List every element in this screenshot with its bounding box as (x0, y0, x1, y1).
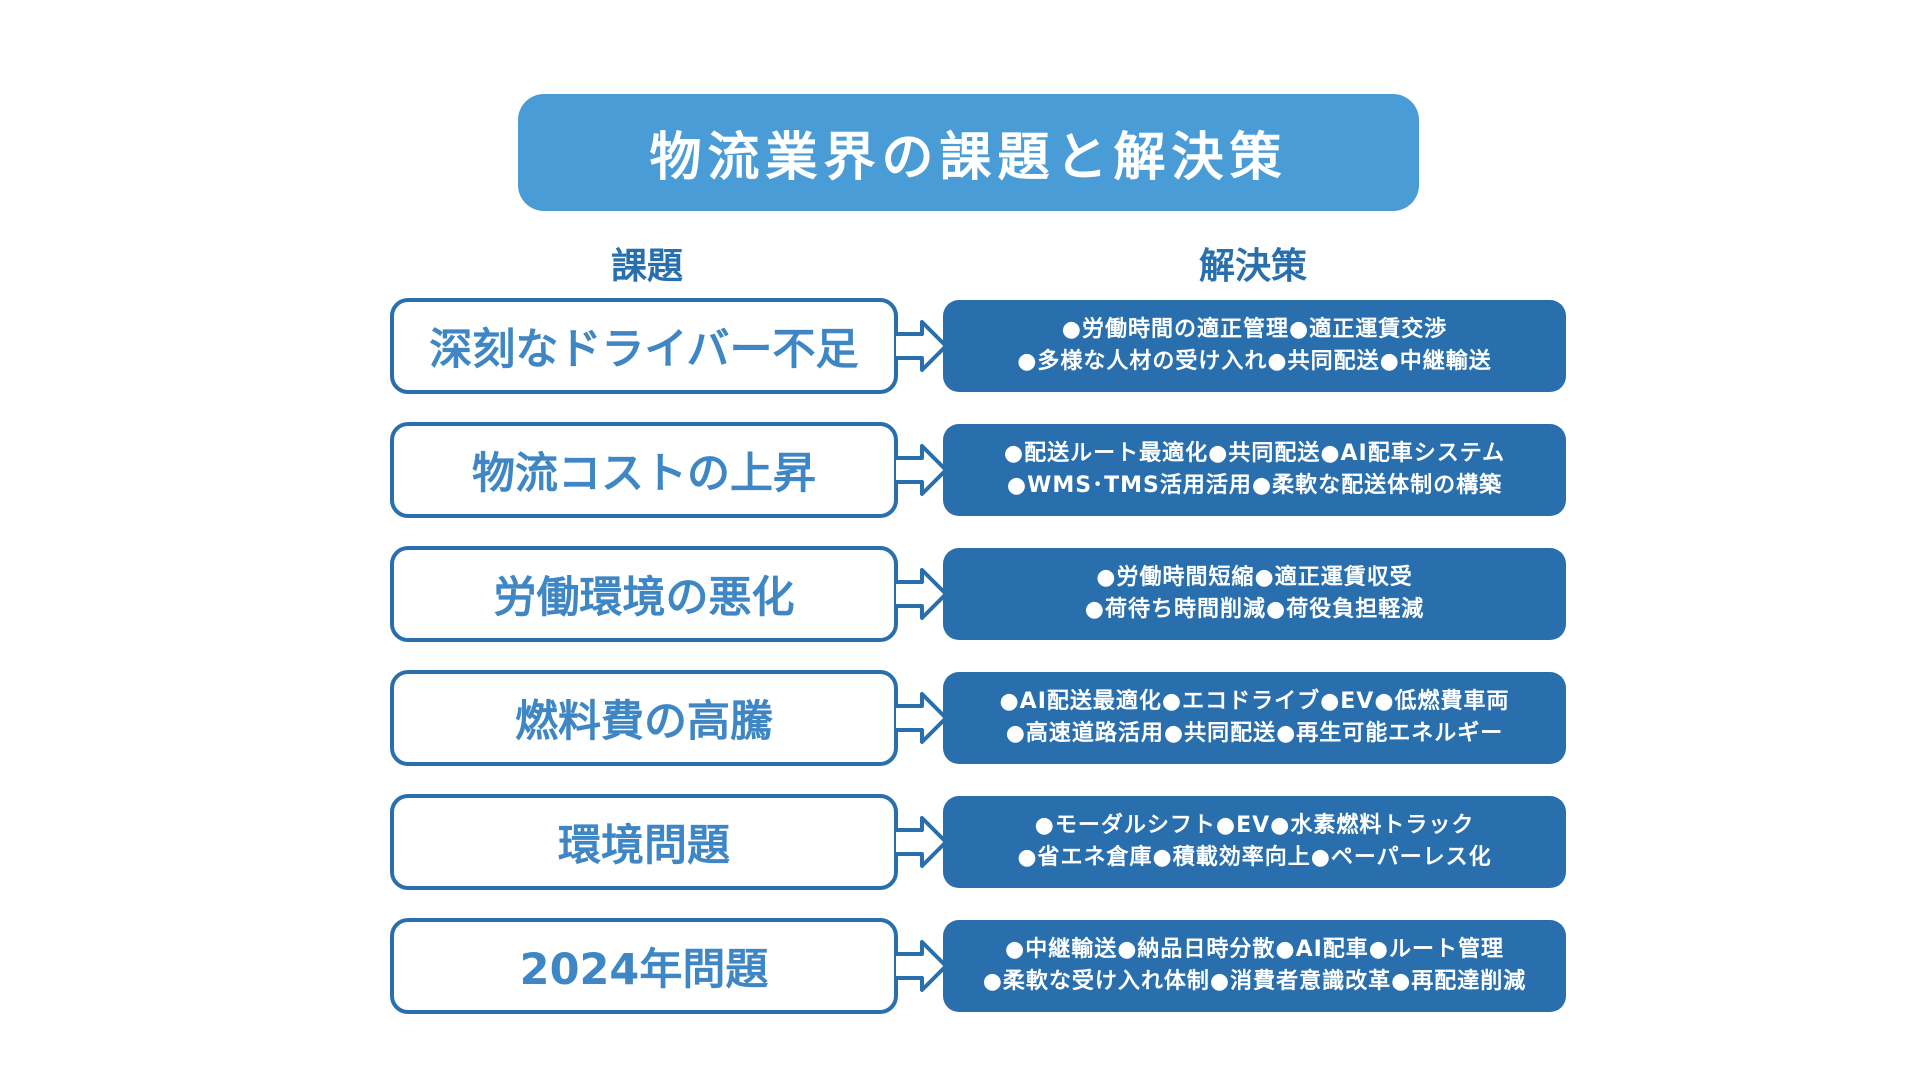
issue-label: 2024年問題 (519, 945, 769, 995)
solution-box: ●中継輸送●納品日時分散●AI配車●ルート管理 ●柔軟な受け入れ体制●消費者意識… (943, 920, 1566, 1012)
solution-box: ●AI配送最適化●エコドライブ●EV●低燃費車両 ●高速道路活用●共同配送●再生… (943, 672, 1566, 764)
solution-line: ●労働時間の適正管理●適正運賃交渉 (1061, 317, 1448, 342)
issue-box: 物流コストの上昇 (390, 422, 898, 518)
solution-line: ●モーダルシフト●EV●水素燃料トラック (1034, 813, 1475, 838)
solution-line: ●配送ルート最適化●共同配送●AI配車システム (1003, 441, 1506, 466)
issue-label: 労働環境の悪化 (493, 573, 795, 623)
issue-solution-row: 燃料費の高騰 ●AI配送最適化●エコドライブ●EV●低燃費車両 ●高速道路活用●… (390, 670, 1566, 766)
solution-box: ●労働時間短縮●適正運賃収受 ●荷待ち時間削減●荷役負担軽減 (943, 548, 1566, 640)
diagram-title: 物流業界の課題と解決策 (649, 128, 1288, 188)
issue-solution-row: 物流コストの上昇 ●配送ルート最適化●共同配送●AI配車システム ●WMS･TM… (390, 422, 1566, 518)
solution-line: ●省エネ倉庫●積載効率向上●ペーパーレス化 (1017, 845, 1492, 870)
issue-solution-row: 労働環境の悪化 ●労働時間短縮●適正運賃収受 ●荷待ち時間削減●荷役負担軽減 (390, 546, 1566, 642)
issue-label: 深刻なドライバー不足 (429, 325, 859, 375)
issue-box: 環境問題 (390, 794, 898, 890)
solution-box: ●モーダルシフト●EV●水素燃料トラック ●省エネ倉庫●積載効率向上●ペーパーレ… (943, 796, 1566, 888)
issue-label: 物流コストの上昇 (472, 449, 816, 499)
issue-label: 環境問題 (558, 821, 730, 871)
issue-box: 燃料費の高騰 (390, 670, 898, 766)
solution-line: ●WMS･TMS活用活用●柔軟な配送体制の構築 (1006, 473, 1503, 498)
solution-line: ●中継輸送●納品日時分散●AI配車●ルート管理 (1005, 937, 1504, 962)
issue-box: 労働環境の悪化 (390, 546, 898, 642)
solutions-column-header: 解決策 (1198, 246, 1307, 287)
solution-line: ●荷待ち時間削減●荷役負担軽減 (1084, 597, 1425, 622)
issue-label: 燃料費の高騰 (515, 697, 773, 747)
issue-solution-row: 深刻なドライバー不足 ●労働時間の適正管理●適正運賃交渉 ●多様な人材の受け入れ… (390, 298, 1566, 394)
title-banner: 物流業界の課題と解決策 (518, 94, 1419, 211)
issue-box: 2024年問題 (390, 918, 898, 1014)
solution-line: ●多様な人材の受け入れ●共同配送●中継輸送 (1017, 349, 1492, 374)
issues-column-header: 課題 (610, 246, 683, 287)
issue-solution-row: 2024年問題 ●中継輸送●納品日時分散●AI配車●ルート管理 ●柔軟な受け入れ… (390, 918, 1566, 1014)
solution-line: ●高速道路活用●共同配送●再生可能エネルギー (1005, 721, 1504, 746)
solution-box: ●配送ルート最適化●共同配送●AI配車システム ●WMS･TMS活用活用●柔軟な… (943, 424, 1566, 516)
solution-line: ●労働時間短縮●適正運賃収受 (1096, 565, 1413, 590)
issue-box: 深刻なドライバー不足 (390, 298, 898, 394)
issue-solution-row: 環境問題 ●モーダルシフト●EV●水素燃料トラック ●省エネ倉庫●積載効率向上●… (390, 794, 1566, 890)
solution-line: ●柔軟な受け入れ体制●消費者意識改革●再配達削減 (982, 969, 1527, 994)
solution-line: ●AI配送最適化●エコドライブ●EV●低燃費車両 (999, 689, 1510, 714)
solution-box: ●労働時間の適正管理●適正運賃交渉 ●多様な人材の受け入れ●共同配送●中継輸送 (943, 300, 1566, 392)
